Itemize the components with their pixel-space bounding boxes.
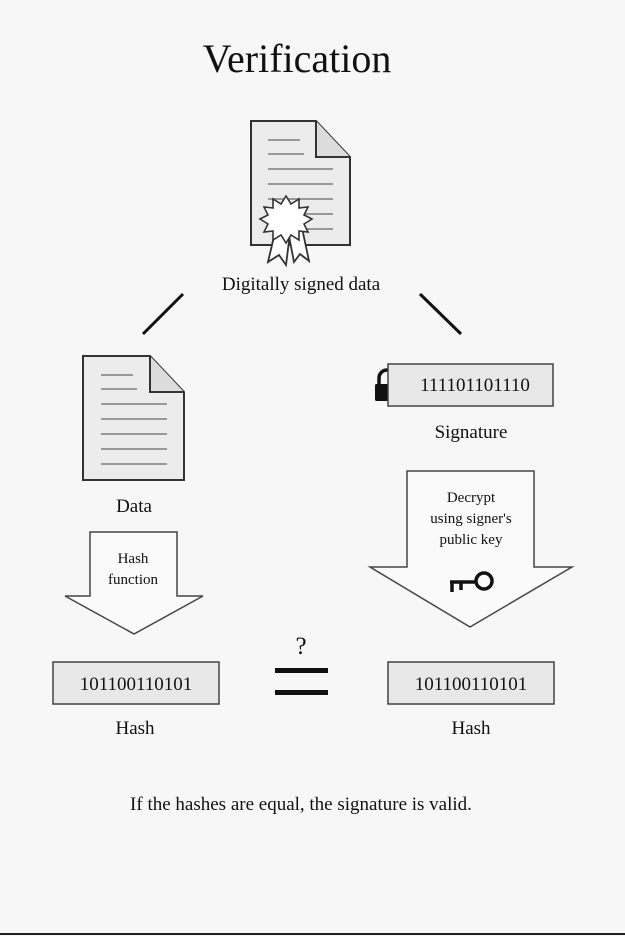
equals-sign	[275, 668, 328, 695]
hash-function-label-line1: Hash	[118, 551, 149, 567]
question-mark: ?	[295, 633, 306, 660]
right-hash-box	[387, 661, 555, 705]
data-document-icon	[82, 355, 185, 481]
branch-line-right	[418, 292, 463, 336]
data-document-label: Data	[116, 496, 152, 517]
signature-box	[387, 363, 554, 407]
decrypt-label-line1: Decrypt	[447, 490, 496, 506]
decrypt-label-line3: public key	[440, 532, 503, 548]
hash-function-label-line2: function	[108, 572, 158, 588]
footer-note: If the hashes are equal, the signature i…	[130, 794, 472, 815]
decrypt-label-line2: using signer's	[430, 511, 512, 527]
hash-function-arrow	[64, 531, 204, 635]
signature-label: Signature	[435, 422, 508, 443]
key-icon	[450, 571, 494, 592]
decrypt-arrow	[367, 470, 575, 628]
signature-value: 111101101110	[420, 375, 530, 396]
signed-document-label: Digitally signed data	[222, 274, 381, 295]
diagram-title: Verification	[203, 36, 392, 81]
right-hash-label: Hash	[451, 718, 491, 739]
signed-document-icon	[250, 120, 351, 268]
left-hash-label: Hash	[115, 718, 155, 739]
right-hash-value: 101100110101	[415, 674, 528, 695]
branch-line-left	[141, 292, 185, 336]
left-hash-box	[52, 661, 220, 705]
left-hash-value: 101100110101	[80, 674, 193, 695]
